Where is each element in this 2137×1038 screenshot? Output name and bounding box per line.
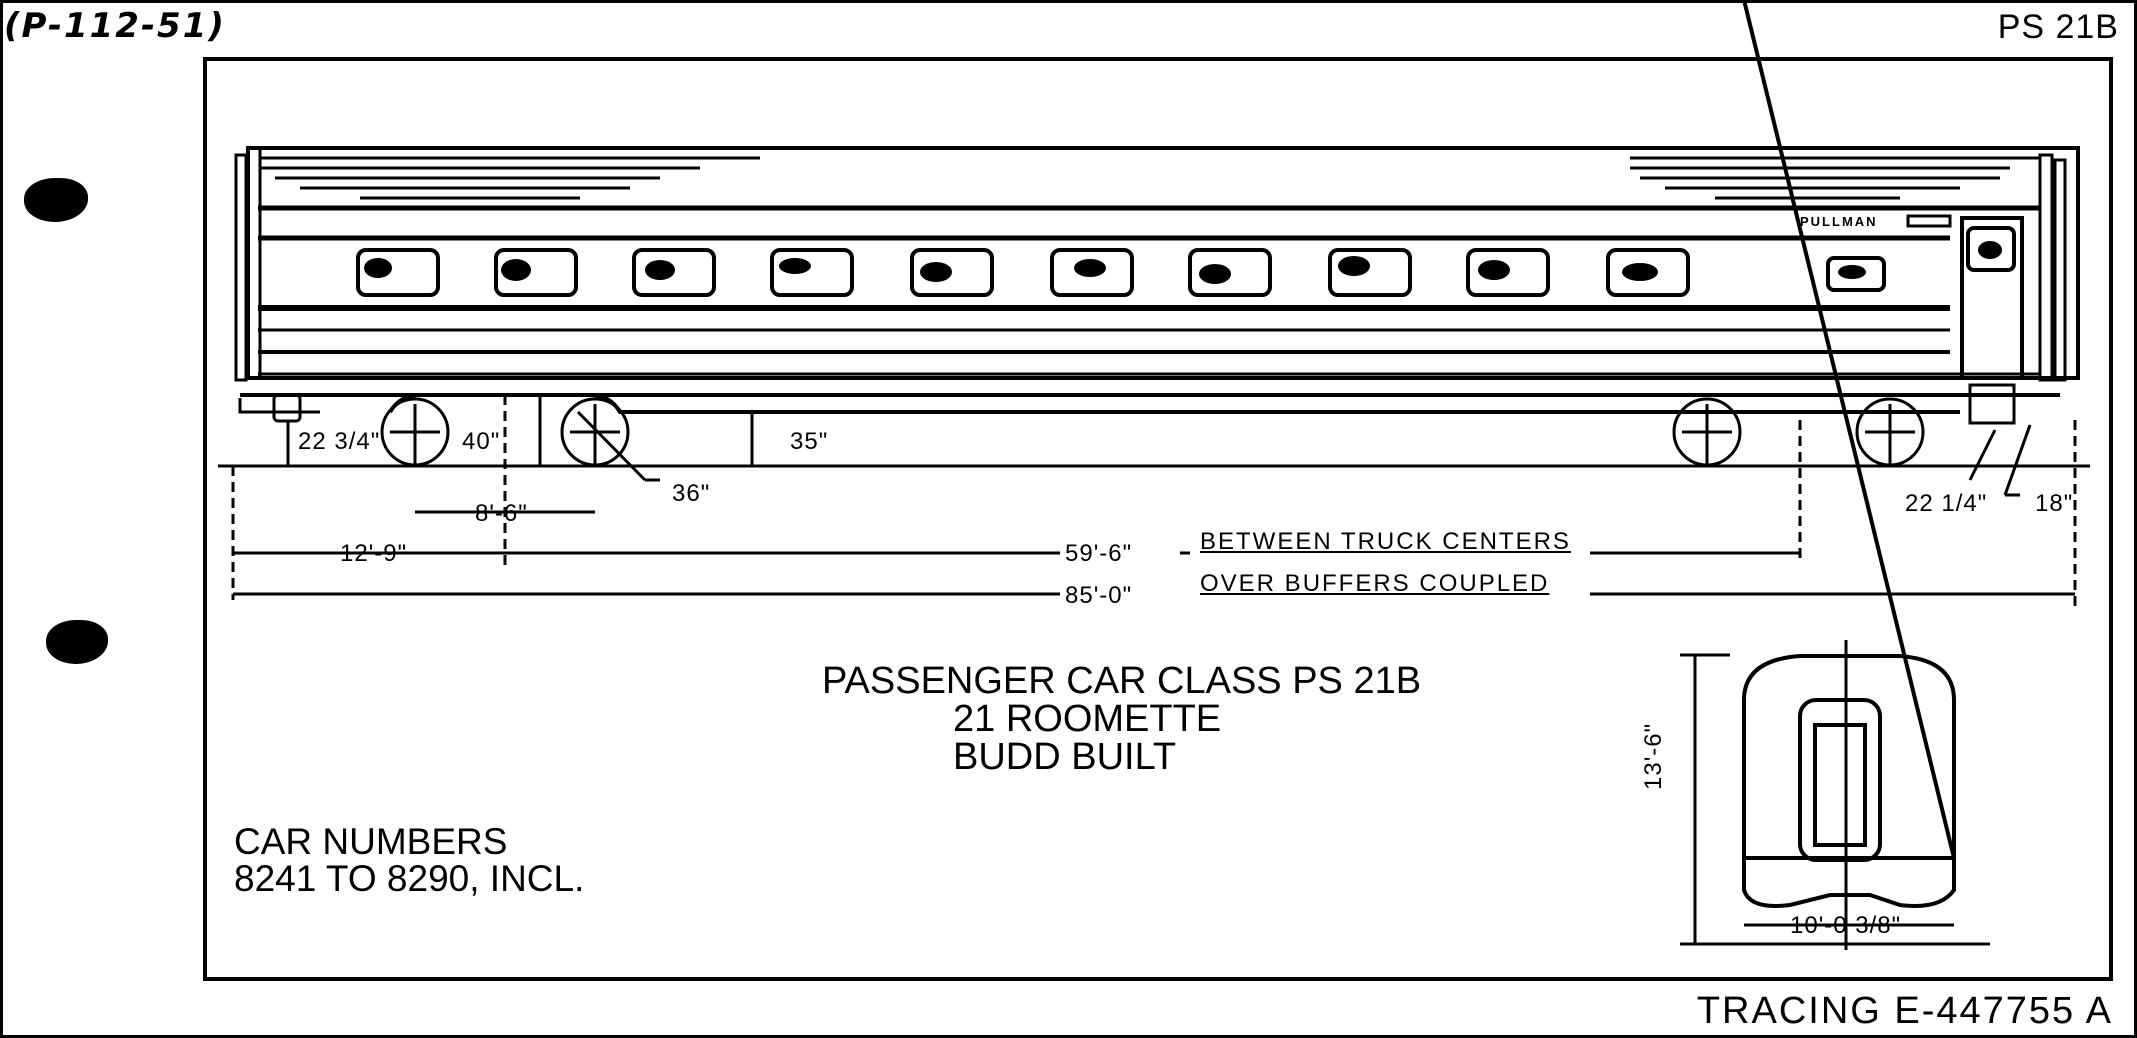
dim-right-step-height: 18" bbox=[2035, 490, 2074, 517]
title-line-class: PASSENGER CAR CLASS PS 21B bbox=[822, 660, 1422, 702]
dim-truck-centers: 59'-6" bbox=[1065, 540, 1133, 567]
car-numbers-heading: CAR NUMBERS bbox=[234, 821, 508, 862]
dim-truck-wheelbase: 8'-6" bbox=[475, 500, 528, 527]
dim-end-to-truck: 12'-9" bbox=[340, 540, 408, 567]
car-numbers-range: 8241 TO 8290, INCL. bbox=[234, 858, 585, 899]
handwritten-reference: (P-112-51) bbox=[4, 6, 226, 46]
drawing-frame bbox=[203, 57, 2113, 981]
dim-overall-length: 85'-0" bbox=[1065, 582, 1133, 609]
title-block: PASSENGER CAR CLASS PS 21B 21 ROOMETTE B… bbox=[822, 662, 1421, 776]
tracing-number: TRACING E-447755 A bbox=[1696, 990, 2113, 1032]
punch-hole-top bbox=[24, 178, 88, 222]
dim-end-height: 13'-6" bbox=[1640, 722, 1667, 790]
title-line-builder: BUDD BUILT bbox=[953, 736, 1177, 778]
punch-hole-bottom bbox=[46, 620, 108, 664]
dim-right-coupler-height: 22 1/4" bbox=[1905, 490, 1988, 517]
class-code-label: PS 21B bbox=[1997, 8, 2119, 46]
note-truck-centers: BETWEEN TRUCK CENTERS bbox=[1200, 528, 1571, 555]
car-numbers-block: CAR NUMBERS 8241 TO 8290, INCL. bbox=[234, 823, 584, 897]
dim-end-width: 10'-0 3/8" bbox=[1790, 912, 1902, 939]
dim-wheel-diameter: 36" bbox=[672, 480, 711, 507]
dim-wheelbase-height: 40" bbox=[462, 428, 501, 455]
car-end-view bbox=[1680, 0, 1990, 950]
dim-coupler-height: 22 3/4" bbox=[298, 428, 381, 455]
dim-sill-height: 35" bbox=[790, 428, 829, 455]
pullman-lettering: PULLMAN bbox=[1800, 214, 1878, 229]
note-overall-length: OVER BUFFERS COUPLED bbox=[1200, 570, 1550, 597]
title-line-layout: 21 ROOMETTE bbox=[953, 698, 1222, 740]
